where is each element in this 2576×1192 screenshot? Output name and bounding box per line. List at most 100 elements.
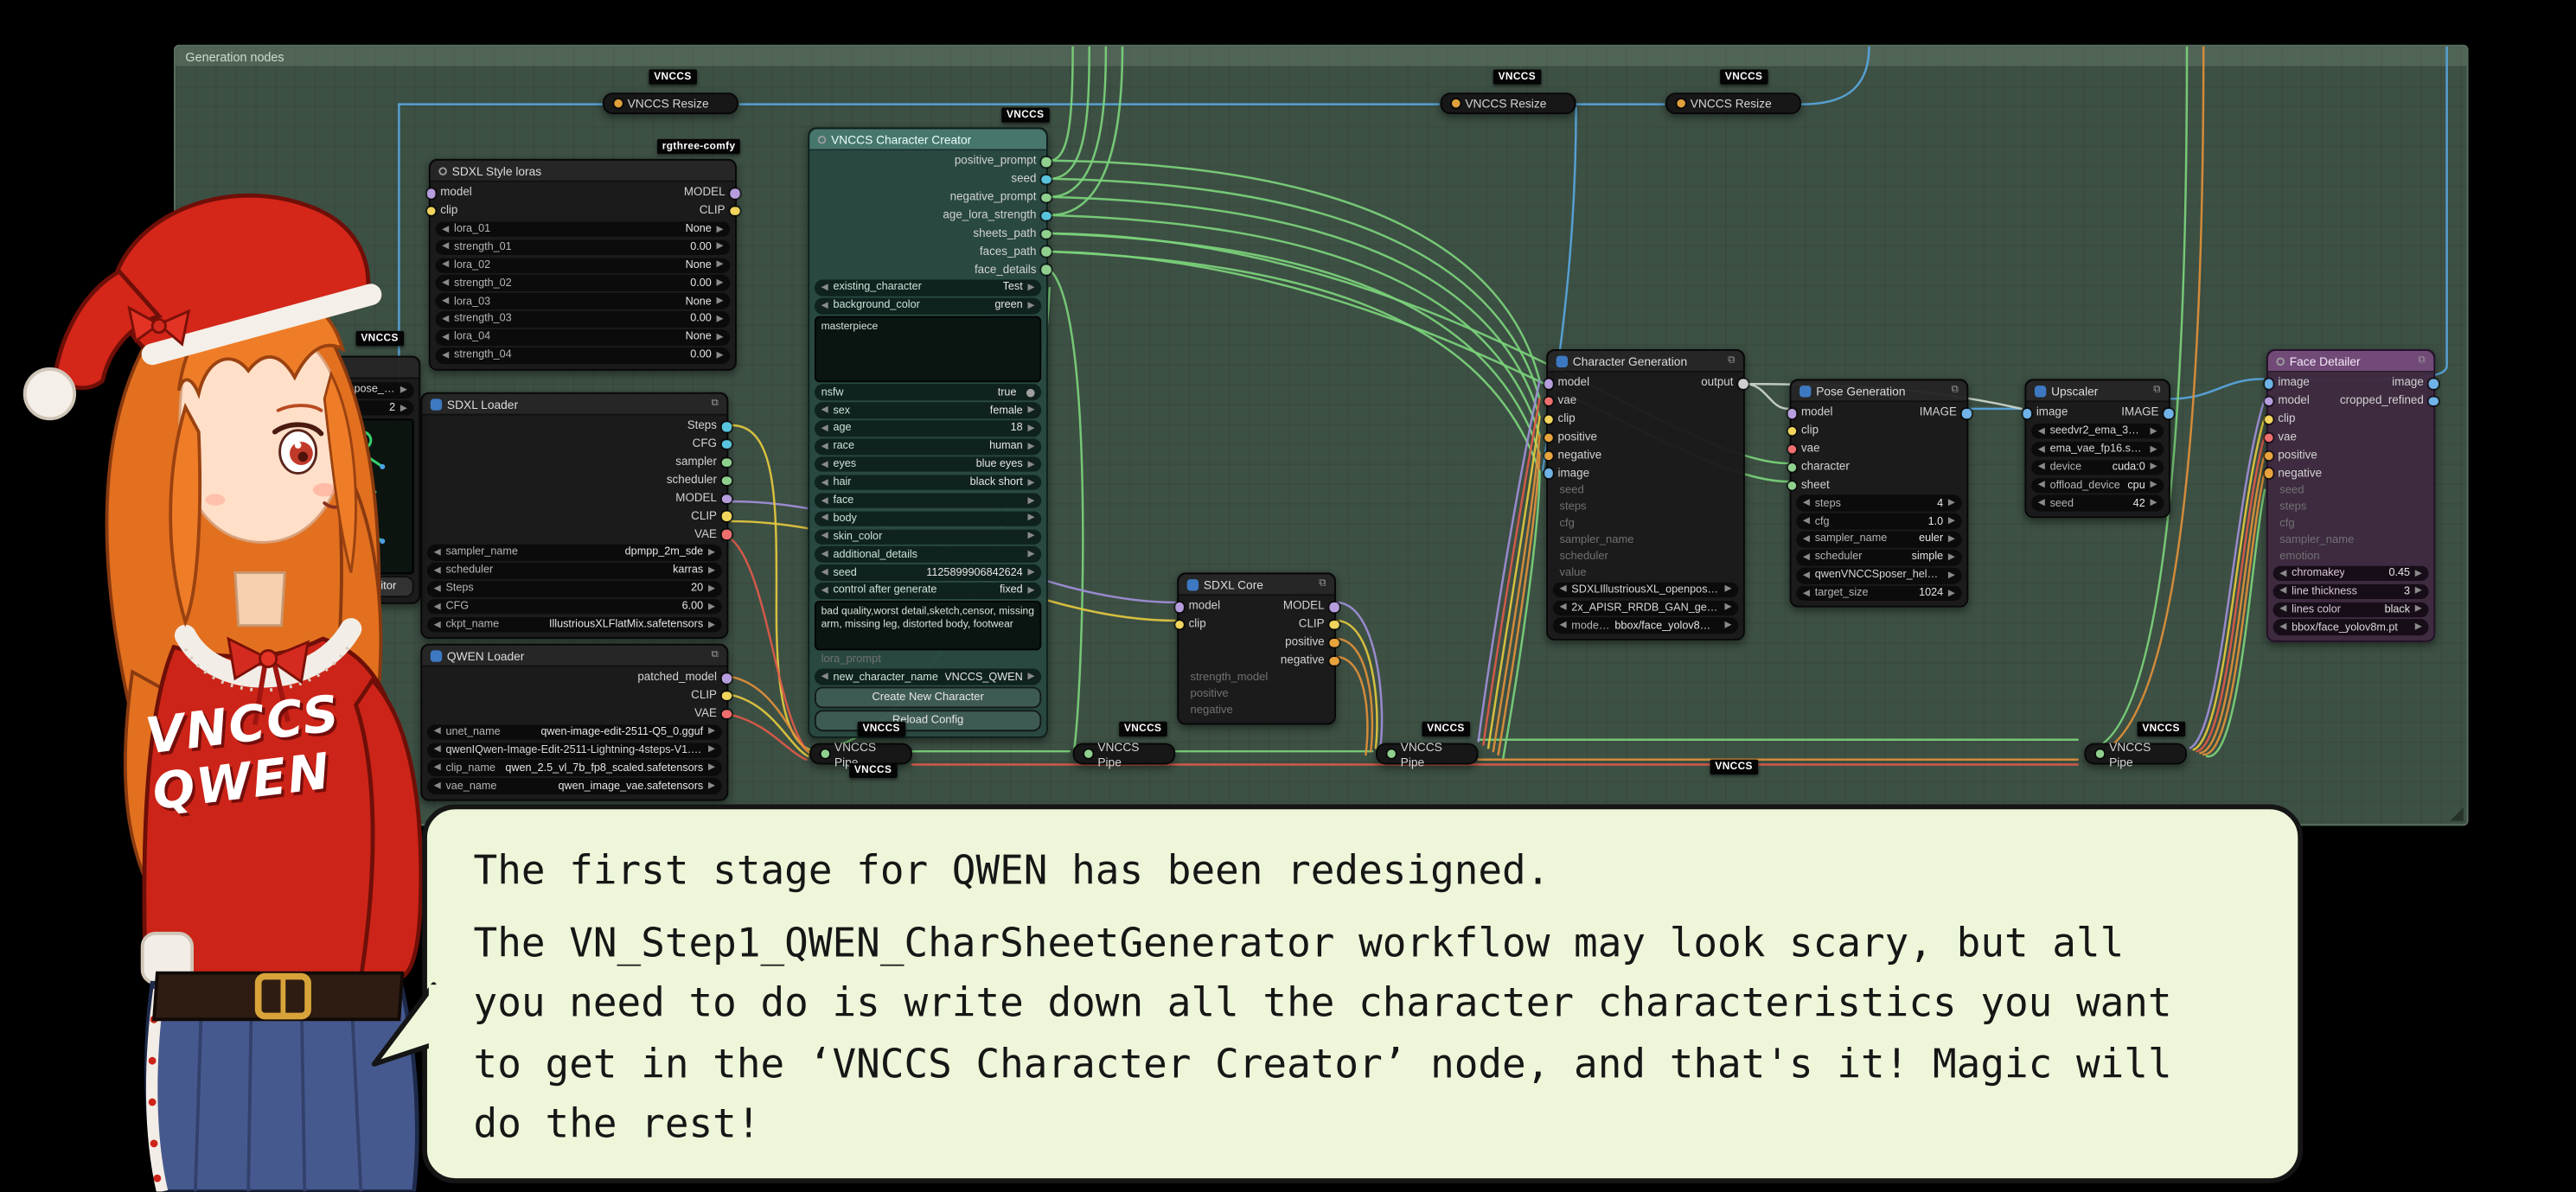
widget-bbox-face-yolov8m-pt[interactable]: ◀bbox/face_yolov8m.pt▶ (2272, 619, 2429, 636)
widget-arrow-right[interactable]: ▶ (1027, 585, 1035, 596)
widget-arrow-left[interactable]: ◀ (1802, 571, 1810, 581)
widget-arrow-left[interactable]: ◀ (2037, 462, 2045, 473)
text-widget[interactable]: masterpiece (814, 316, 1042, 383)
expand-icon[interactable]: ⧉ (1951, 385, 1959, 395)
widget-arrow-left[interactable]: ◀ (442, 278, 450, 289)
port-dot[interactable] (1041, 156, 1051, 167)
port-dot[interactable] (1174, 620, 1184, 630)
widget-arrow-left[interactable]: ◀ (821, 585, 828, 596)
toggle-knob[interactable] (1026, 388, 1035, 397)
expand-icon[interactable]: ⧉ (711, 649, 719, 660)
widget-arrow-right[interactable]: ▶ (707, 762, 716, 774)
widget-arrow-right[interactable]: ▶ (1027, 423, 1035, 434)
port-dot[interactable] (721, 494, 732, 504)
widget-arrow-right[interactable]: ▶ (707, 602, 716, 612)
port-dot[interactable] (721, 673, 732, 683)
widget-arrow-left[interactable]: ◀ (821, 567, 828, 578)
widget-qwenvnccsposer-helper-v2-00[interactable]: ◀qwenVNCCSposer_helper_v2_00...▶ (1796, 567, 1962, 583)
collapse-dot[interactable] (821, 749, 830, 758)
port-dot[interactable] (2428, 379, 2439, 388)
widget-arrow-left[interactable]: ◀ (1802, 498, 1810, 509)
widget-arrow-right[interactable]: ▶ (1027, 441, 1035, 452)
widget-arrow-right[interactable]: ▶ (1027, 672, 1035, 683)
collapse-dot[interactable] (1083, 749, 1093, 758)
port-dot[interactable] (2264, 450, 2273, 461)
port-dot[interactable] (2264, 432, 2273, 443)
collapse-dot[interactable] (1452, 99, 1461, 108)
widget-arrow-right[interactable]: ▶ (707, 583, 716, 594)
widget-arrow-left[interactable]: ◀ (433, 727, 441, 737)
port-dot[interactable] (1544, 415, 1553, 424)
port-dot[interactable] (2264, 379, 2273, 388)
node-header[interactable]: QWEN Loader⧉ (422, 645, 727, 667)
widget-arrow-right[interactable]: ▶ (1947, 571, 1956, 581)
widget-arrow-right[interactable]: ▶ (1947, 516, 1956, 526)
port-dot[interactable] (1041, 193, 1051, 203)
port-dot[interactable] (2264, 397, 2273, 406)
widget-arrow-right[interactable]: ▶ (2150, 480, 2157, 491)
port-dot[interactable] (2264, 469, 2273, 479)
collapse-dot[interactable] (1677, 99, 1685, 108)
widget-arrow-right[interactable]: ▶ (1027, 405, 1035, 416)
widget-sdxlillustriousxl-openpose[interactable]: ◀SDXLIllustriousXL_openpose...▶ (1552, 582, 1739, 598)
muted-widget-cfg[interactable]: cfg (2279, 517, 2295, 530)
widget-arrow-left[interactable]: ◀ (1559, 584, 1567, 596)
port-dot[interactable] (730, 188, 739, 198)
widget-arrow-left[interactable]: ◀ (2279, 586, 2287, 597)
muted-widget-emotion[interactable]: emotion (2279, 550, 2320, 563)
widget-arrow-left[interactable]: ◀ (821, 672, 828, 683)
widget-arrow-right[interactable]: ▶ (716, 224, 724, 234)
widget-arrow-right[interactable]: ▶ (716, 350, 724, 360)
muted-widget-seed[interactable]: seed (2279, 485, 2304, 497)
widget-arrow-right[interactable]: ▶ (2150, 498, 2157, 509)
widget-arrow-right[interactable]: ▶ (1947, 588, 1956, 599)
widget-arrow-right[interactable]: ▶ (707, 727, 716, 737)
widget-arrow-left[interactable]: ◀ (821, 513, 828, 524)
expand-icon[interactable]: ⧉ (711, 398, 719, 408)
node-upscaler[interactable]: Upscaler⧉imageIMAGE◀seedvr2_ema_3b_fp...… (2022, 379, 2173, 519)
widget-arrow-left[interactable]: ◀ (821, 405, 828, 416)
node-vnccs-resize-2[interactable]: VNCCS Resize (1440, 92, 1576, 115)
expand-icon[interactable]: ⧉ (2418, 354, 2426, 366)
port-dot[interactable] (1544, 379, 1553, 388)
node-header[interactable]: SDXL Loader⧉ (422, 393, 727, 416)
node-header[interactable]: Face Detailer⧉ (2267, 350, 2434, 373)
port-dot[interactable] (1961, 408, 1972, 418)
muted-widget-seed[interactable]: seed (1559, 485, 1584, 497)
widget-arrow-right[interactable]: ▶ (2414, 586, 2422, 597)
widget-arrow-right[interactable]: ▶ (2414, 622, 2422, 633)
widget-arrow-right[interactable]: ▶ (1027, 549, 1035, 560)
port-dot[interactable] (1787, 426, 1797, 437)
widget-arrow-right[interactable]: ▶ (716, 260, 724, 271)
node-vnccs-pipe-2[interactable]: VNCCS Pipe (1072, 739, 1176, 768)
widget-arrow-right[interactable]: ▶ (2414, 604, 2422, 615)
button-create-new-character[interactable]: Create New Character (814, 687, 1042, 708)
port-dot[interactable] (1041, 247, 1051, 257)
expand-icon[interactable]: ⧉ (2153, 385, 2161, 395)
collapse-dot[interactable] (1387, 749, 1396, 758)
widget-2x-apisr-rrdb-gan-gener[interactable]: ◀2x_APISR_RRDB_GAN_gener...▶ (1552, 600, 1739, 616)
widget-arrow-right[interactable]: ▶ (1027, 567, 1035, 578)
port-dot[interactable] (1329, 638, 1339, 648)
widget-body[interactable]: ◀body▶ (814, 510, 1042, 527)
